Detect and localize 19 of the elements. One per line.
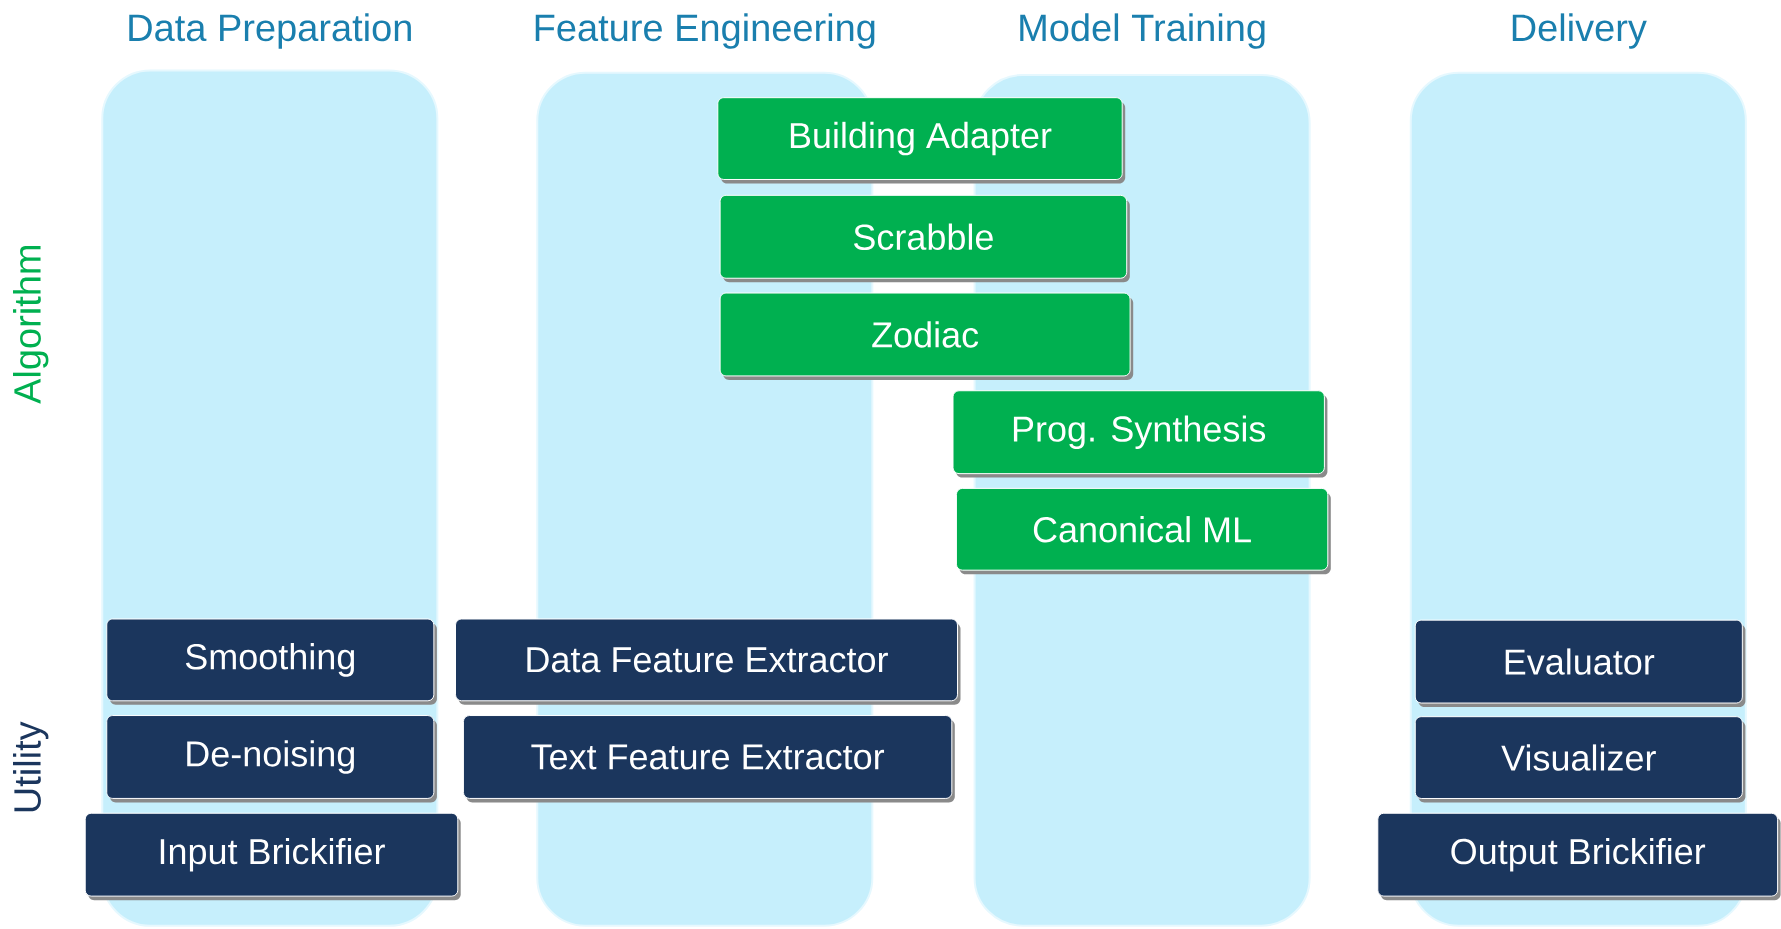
algorithm-box: Building Adapter: [717, 97, 1126, 184]
node-label: Delivery: [1512, 13, 1647, 49]
side-label: Utility: [13, 721, 49, 812]
utility-box: Smoothing: [106, 618, 437, 705]
utility-box: Data Feature Extractor: [455, 618, 961, 705]
algorithm-box: Prog. Synthesis: [952, 390, 1328, 478]
algorithm-box: Zodiac: [719, 292, 1134, 380]
utility-box: Visualizer: [1414, 716, 1746, 803]
node-label: Feature Engineering: [535, 13, 875, 49]
utility-box: Text Feature Extractor: [462, 715, 955, 803]
algorithm-box: Scrabble: [719, 194, 1130, 283]
node-label: Model Training: [1020, 13, 1265, 49]
utility-box: Output Brickifier: [1377, 812, 1781, 901]
utility-box: Input Brickifier: [84, 812, 461, 901]
side-label: Algorithm: [13, 245, 49, 404]
node-label: Data Preparation: [129, 13, 411, 49]
algorithm-box: Canonical ML: [955, 487, 1331, 575]
utility-box: De-noising: [106, 715, 437, 803]
utility-box: Evaluator: [1414, 619, 1746, 708]
